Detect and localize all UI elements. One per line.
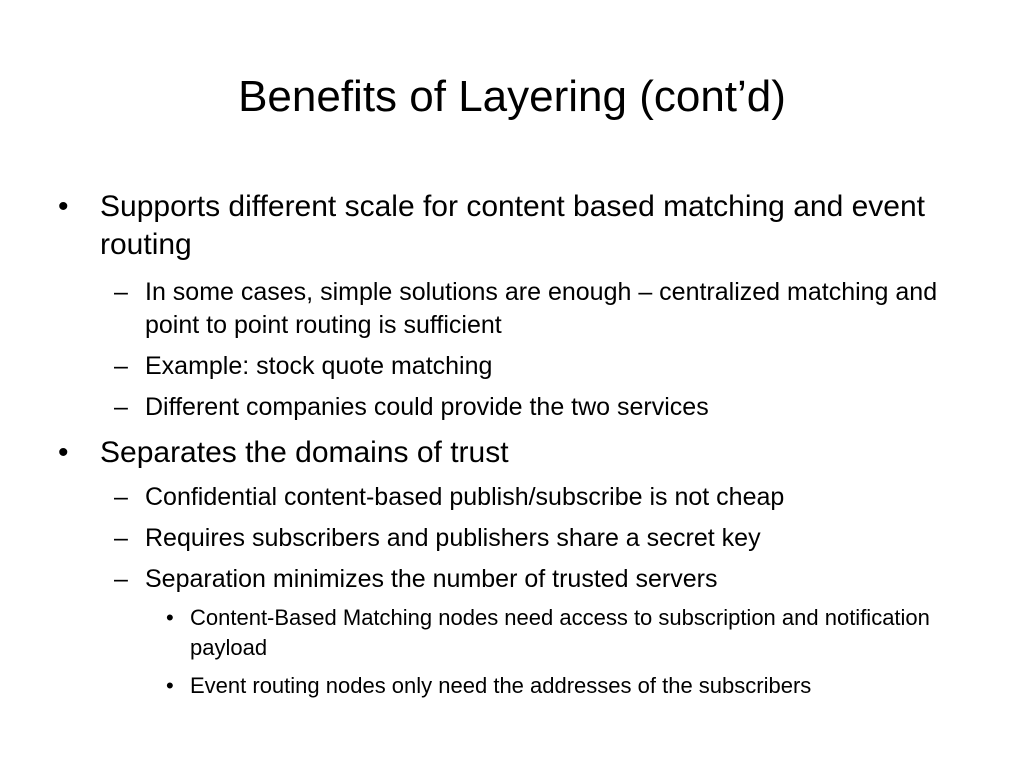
sub-bullet-text: Requires subscribers and publishers shar… [145, 524, 761, 552]
sub-sub-bullet-text: Event routing nodes only need the addres… [190, 673, 812, 698]
sub-bullet-text: Confidential content-based publish/subsc… [145, 483, 785, 511]
dash-marker: – [114, 352, 128, 380]
sub-bullet-text: In some cases, simple solutions are enou… [145, 278, 938, 339]
bullet-text: Supports different scale for content bas… [100, 190, 925, 261]
bullet-marker: • [58, 436, 69, 469]
sub-bullet-text: Separation minimizes the number of trust… [145, 565, 718, 593]
small-bullet-marker: • [166, 673, 174, 698]
sub-bullet-text: Different companies could provide the tw… [145, 393, 709, 421]
slide-title: Benefits of Layering (cont’d) [238, 72, 786, 121]
dash-marker: – [114, 393, 128, 421]
bullet-text: Separates the domains of trust [100, 436, 509, 469]
small-bullet-marker: • [166, 605, 174, 630]
dash-marker: – [114, 483, 128, 511]
dash-marker: – [114, 524, 128, 552]
sub-bullet-text: Example: stock quote matching [145, 352, 493, 380]
dash-marker: – [114, 565, 128, 593]
dash-marker: – [114, 278, 128, 306]
sub-sub-bullet-text: Content-Based Matching nodes need access… [190, 605, 930, 660]
bullet-marker: • [58, 190, 69, 223]
